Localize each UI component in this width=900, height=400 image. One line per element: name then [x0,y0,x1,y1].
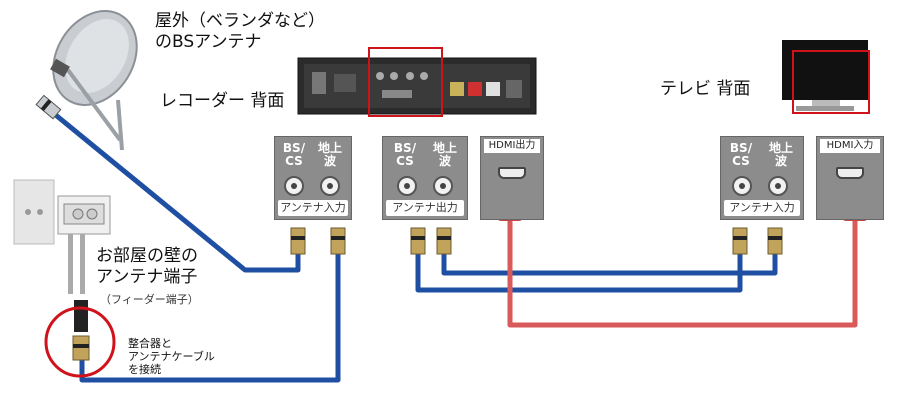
tv-back-label: テレビ 背面 [660,79,751,99]
cable-terr-out-to-tv [441,252,778,276]
recorder-highlight-frame [368,47,443,117]
terrestrial-jack[interactable] [320,176,340,196]
recorder-antenna-input-panel: BS/ CS 地上 波 アンテナ入力 [274,136,352,220]
hdmi-cable [507,216,858,328]
splitter-label-line1: 整合器と [128,337,172,350]
hdmi-output-label: HDMI出力 [484,139,540,153]
hdmi-port[interactable] [498,167,526,179]
terrestrial-jack[interactable] [433,176,453,196]
splitter-label-line2: アンテナケーブル [128,350,215,363]
wall-label-line2: アンテナ端子 [96,267,198,287]
panel-caption: アンテナ入力 [278,200,348,216]
bs-jack[interactable] [397,176,417,196]
recorder-hdmi-output-panel: HDMI出力 [480,136,544,220]
panel-caption: アンテナ出力 [386,200,464,216]
tv-antenna-input-panel: BS/ CS 地上 波 アンテナ入力 [720,136,804,220]
bs-jack[interactable] [732,176,752,196]
dish-label-line2: のBSアンテナ [155,32,262,52]
blue-cables [49,109,778,383]
recorder-device-icon [297,57,537,115]
terrestrial-label: 地上 波 [768,141,793,168]
feeder-highlight-circle [44,306,116,378]
bs-jack[interactable] [284,176,304,196]
tv-hdmi-input-panel: HDMI入力 [816,136,884,220]
terrestrial-jack[interactable] [768,176,788,196]
f-connector-icon [35,94,783,361]
bs-cs-label: BS/ CS [282,141,306,168]
bs-cs-label: BS/ CS [393,141,417,168]
feeder-label: （フィーダー端子） [100,293,199,306]
panel-caption: アンテナ入力 [724,200,800,216]
cable-dish-to-recorder [49,109,301,273]
splitter-label-line3: を接続 [128,363,161,376]
tv-highlight-frame [792,50,870,114]
terrestrial-label: 地上 波 [432,141,457,168]
terrestrial-label: 地上 波 [317,141,342,168]
cable-wall-to-recorder [79,252,341,383]
hdmi-plug-icon [497,191,868,221]
recorder-back-label: レコーダー 背面 [160,91,285,111]
bs-cs-label: BS/ CS [729,141,753,168]
hdmi-input-label: HDMI入力 [820,139,880,153]
hdmi-port[interactable] [836,167,864,179]
recorder-antenna-output-panel: BS/ CS 地上 波 アンテナ出力 [382,136,468,220]
wall-outlet-icon [13,179,111,294]
dish-label-line1: 屋外（ベランダなど） [155,11,325,31]
bs-dish-icon [50,10,138,151]
wall-label-line1: お部屋の壁の [96,246,198,266]
